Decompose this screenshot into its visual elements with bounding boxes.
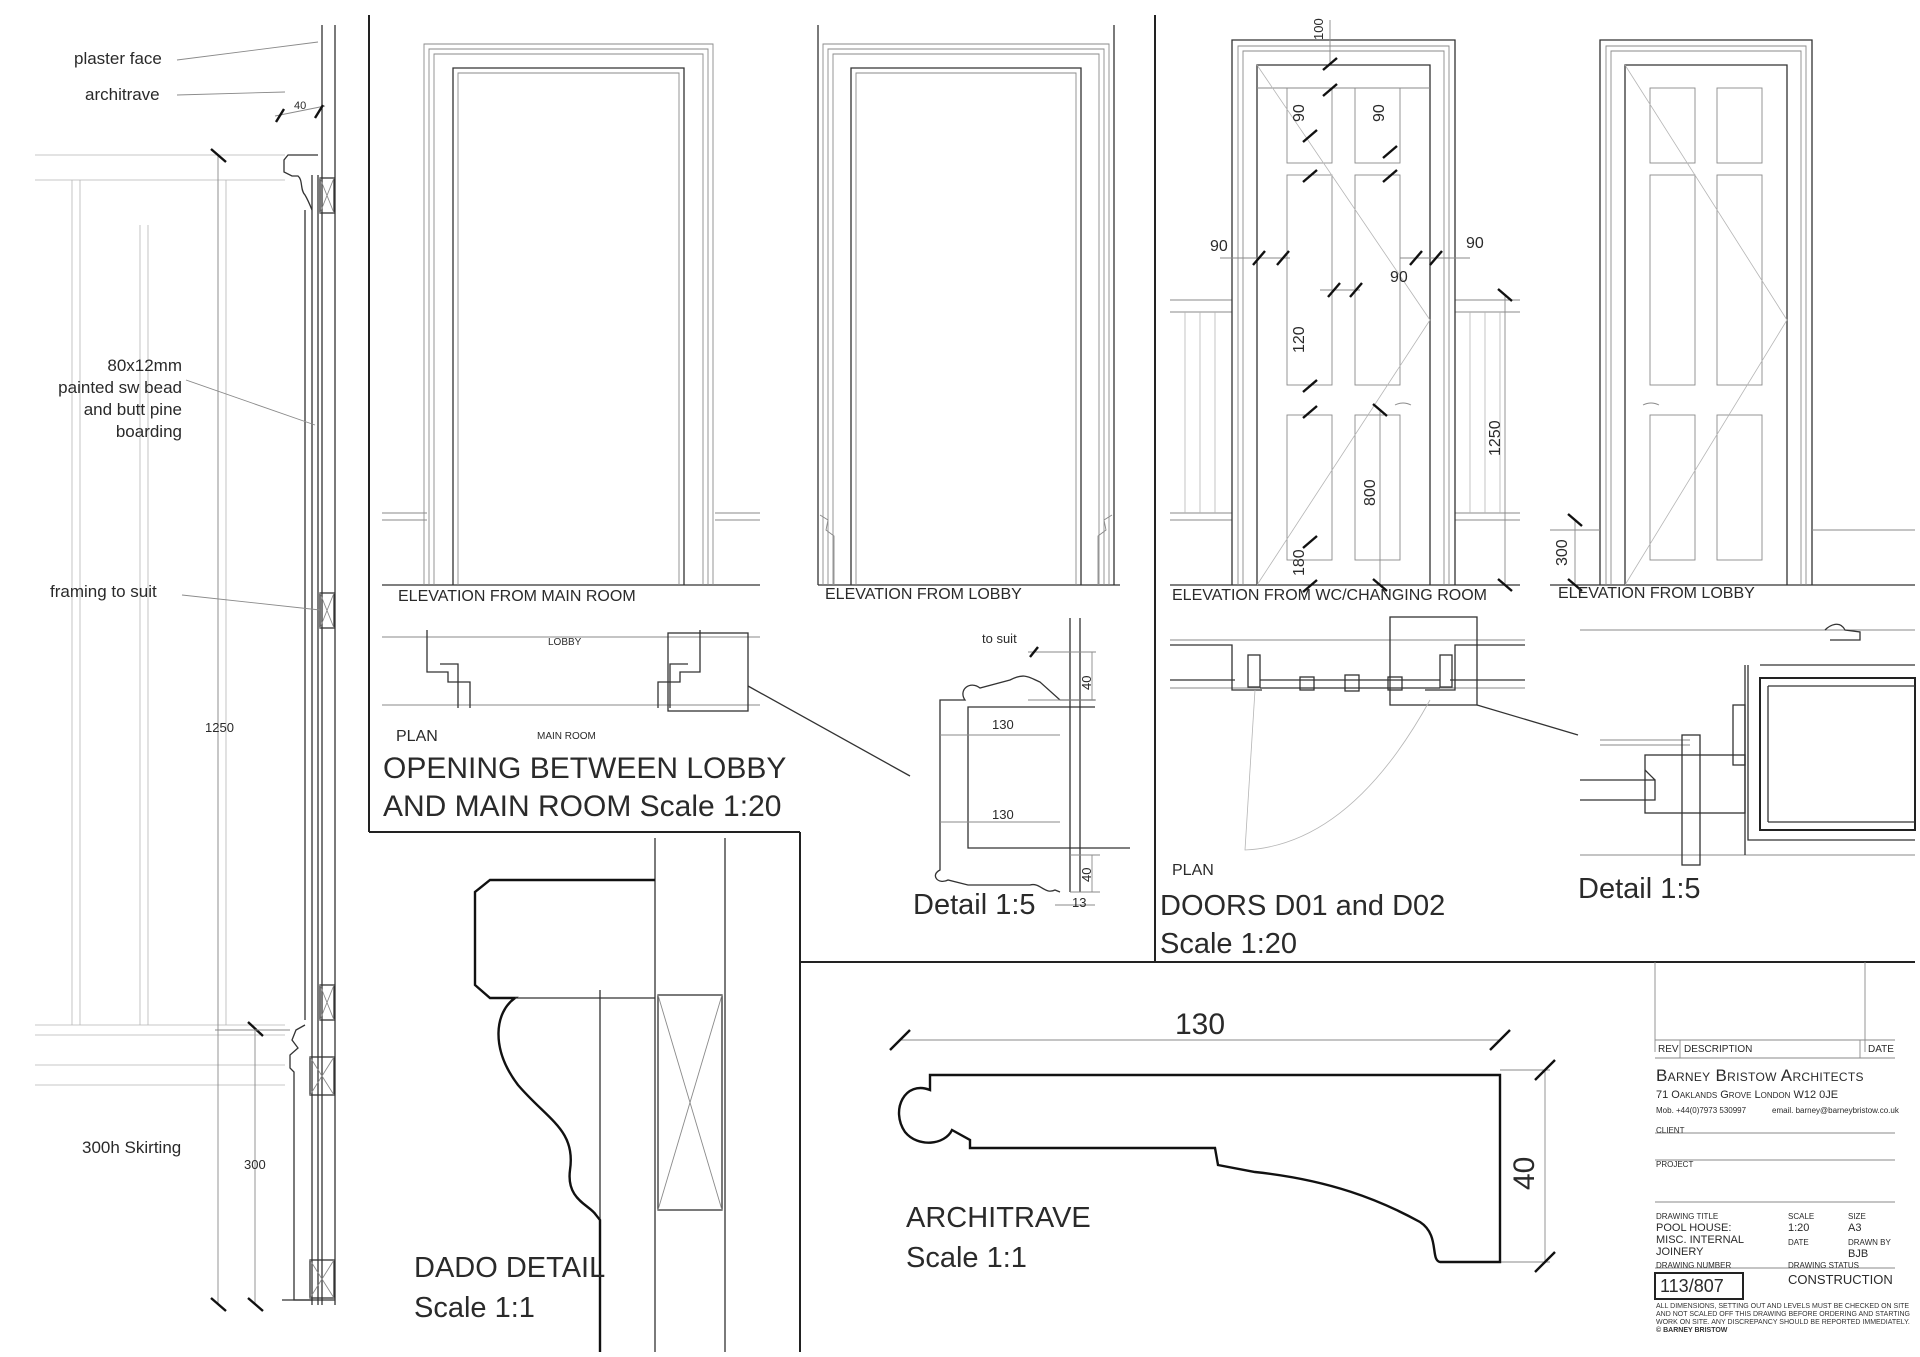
elev-wc-changing: ELEVATION FROM WC/CHANGING ROOM (1172, 587, 1487, 604)
plaster-face-label: plaster face (74, 49, 162, 68)
doors-dim-800: 800 (1362, 479, 1379, 506)
doors-detail-title: Detail 1:5 (1578, 873, 1701, 905)
doors-plan (1170, 616, 1579, 851)
doors-dim-90-right: 90 (1466, 235, 1484, 252)
doors-title-2: Scale 1:20 (1160, 928, 1298, 960)
tb-email: email. barney@barneybristow.co.uk (1772, 1106, 1899, 1115)
tb-size-label: SIZE (1848, 1212, 1866, 1221)
opening-plan-label: PLAN (396, 728, 438, 745)
sheet-dividers (368, 15, 1915, 1352)
detail-dim-13: 13 (1072, 895, 1087, 910)
title-block (1654, 962, 1895, 1300)
tb-mobile: Mob. +44(0)7973 530997 (1656, 1106, 1747, 1115)
doors-dim-100: 100 (1311, 18, 1326, 40)
doors-detail (1580, 623, 1916, 866)
dado-title-2: Scale 1:1 (414, 1292, 535, 1324)
boarding-line-1: 80x12mm (107, 356, 182, 375)
doors-dim-90-left: 90 (1210, 238, 1228, 255)
elev-lobby-opening: ELEVATION FROM LOBBY (825, 586, 1022, 603)
tb-drawing-title-3: JOINERY (1656, 1246, 1704, 1258)
tb-drawing-number-label: DRAWING NUMBER (1656, 1261, 1732, 1270)
tb-drawn-by: BJB (1848, 1248, 1869, 1260)
tb-scale: 1:20 (1788, 1222, 1810, 1234)
architrave-label: architrave (85, 85, 160, 104)
tb-note-1: ALL DIMENSIONS, SETTING OUT AND LEVELS M… (1656, 1303, 1910, 1310)
detail-to-suit: to suit (982, 631, 1017, 646)
tb-status: CONSTRUCTION (1788, 1272, 1893, 1287)
doors-elevations (1170, 20, 1915, 593)
tb-drawing-title-2: MISC. INTERNAL (1656, 1234, 1745, 1246)
doors-dim-90-mid: 90 (1390, 269, 1408, 286)
tb-firm: Barney Bristow Architects (1656, 1066, 1864, 1085)
plan-main-room-label: MAIN ROOM (537, 731, 596, 742)
tb-project: PROJECT (1656, 1160, 1694, 1169)
tb-status-label: DRAWING STATUS (1788, 1261, 1859, 1270)
tb-scale-label: SCALE (1788, 1212, 1815, 1221)
tb-description: DESCRIPTION (1684, 1044, 1753, 1055)
dado-detail (473, 838, 726, 1352)
doors-dim-1250: 1250 (1487, 420, 1504, 456)
doors-dim-300: 300 (1554, 539, 1571, 566)
tb-copyright: © BARNEY BRISTOW (1656, 1327, 1728, 1334)
doors-dim-180: 180 (1291, 549, 1308, 576)
architrave-dim-130: 130 (1175, 1008, 1226, 1041)
architrave-profile (889, 1029, 1556, 1273)
boarding-line-2: painted sw bead (58, 378, 182, 397)
doors-dim-120: 120 (1291, 326, 1308, 353)
tb-drawing-title-1: POOL HOUSE: (1656, 1222, 1732, 1234)
elev-lobby-doors: ELEVATION FROM LOBBY (1558, 585, 1755, 602)
tb-size: A3 (1848, 1222, 1862, 1234)
opening-detail (934, 618, 1130, 906)
skirting-label: 300h Skirting (82, 1138, 182, 1157)
opening-title-2: AND MAIN ROOM Scale 1:20 (383, 790, 782, 823)
tb-date: DATE (1868, 1044, 1894, 1055)
detail-dim-40a: 40 (1079, 675, 1094, 690)
architrave-title-1: ARCHITRAVE (906, 1202, 1091, 1234)
tb-drawing-number: 113/807 (1660, 1276, 1724, 1296)
dim-40-top: 40 (294, 100, 307, 112)
tb-note-2: AND NOT SCALED OFF THIS DRAWING BEFORE O… (1656, 1311, 1910, 1318)
dado-title-1: DADO DETAIL (414, 1252, 606, 1284)
opening-detail-title: Detail 1:5 (913, 889, 1036, 921)
opening-title-1: OPENING BETWEEN LOBBY (383, 752, 787, 785)
detail-dim-130b: 130 (992, 807, 1014, 822)
dim-1250-left: 1250 (205, 720, 234, 735)
elev-main-room: ELEVATION FROM MAIN ROOM (398, 588, 636, 605)
architrave-title-2: Scale 1:1 (906, 1242, 1027, 1274)
boarding-line-4: boarding (115, 422, 182, 441)
detail-dim-40b: 40 (1079, 867, 1094, 882)
tb-address: 71 Oaklands Grove London W12 0JE (1656, 1089, 1839, 1101)
doors-dim-90a: 90 (1291, 104, 1308, 122)
detail-dim-130a: 130 (992, 717, 1014, 732)
doors-title-1: DOORS D01 and D02 (1160, 890, 1446, 922)
framing-label: framing to suit (50, 582, 157, 601)
tb-client: CLIENT (1656, 1126, 1685, 1135)
plan-lobby-label: LOBBY (548, 637, 582, 648)
opening-plan (382, 630, 911, 777)
doors-plan-label: PLAN (1172, 862, 1214, 879)
boarding-line-3: and butt pine (83, 400, 182, 419)
wall-section (35, 25, 336, 1312)
tb-rev: REV (1658, 1044, 1679, 1055)
tb-note-3: WORK ON SITE. ANY DISCREPANCY SHOULD BE … (1656, 1319, 1910, 1326)
doors-dim-90b: 90 (1371, 104, 1388, 122)
architrave-dim-40: 40 (1508, 1156, 1541, 1190)
tb-drawing-title-label: DRAWING TITLE (1656, 1212, 1719, 1221)
tb-drawn-by-label: DRAWN BY (1848, 1238, 1891, 1247)
dim-300-left: 300 (244, 1157, 266, 1172)
tb-date-label: DATE (1788, 1238, 1809, 1247)
opening-elevations (382, 25, 1120, 586)
